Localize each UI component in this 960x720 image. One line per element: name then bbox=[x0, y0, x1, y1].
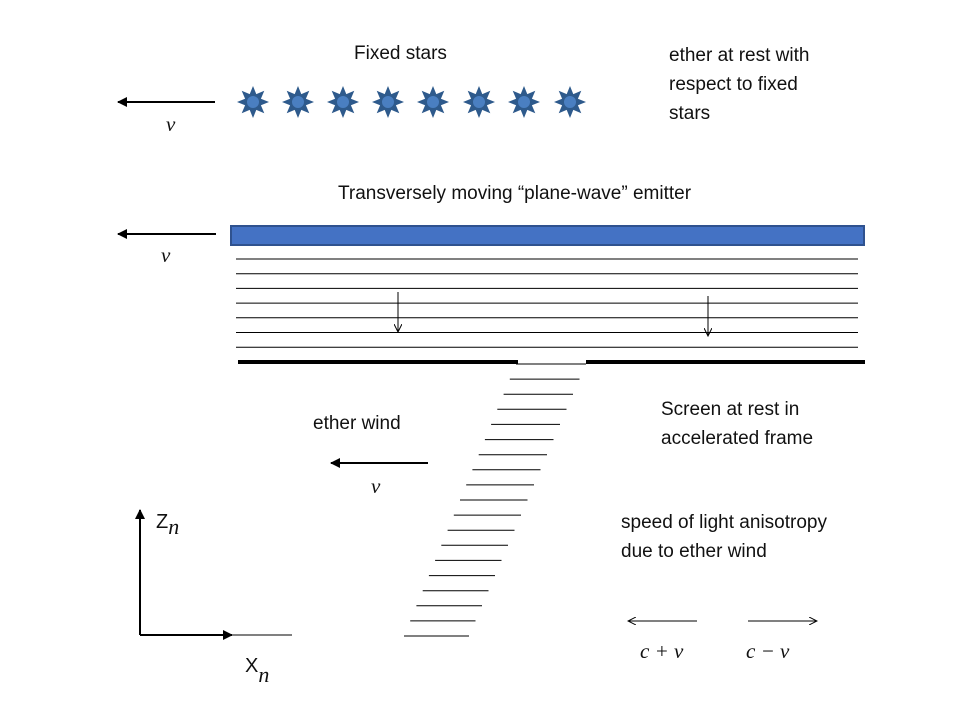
plane-wave-emitter-bar bbox=[230, 225, 865, 246]
velocity-label-wind: v bbox=[371, 474, 381, 498]
velocity-label-stars: v bbox=[166, 112, 176, 136]
star-center bbox=[382, 96, 394, 108]
fixed-stars-row bbox=[237, 86, 586, 118]
anisotropy-label-line2: due to ether wind bbox=[621, 541, 767, 562]
star-center bbox=[247, 96, 259, 108]
x-axis-subscript: n bbox=[258, 662, 270, 687]
x-axis-letter: X bbox=[245, 655, 259, 677]
ether-wind-label: ether wind bbox=[313, 413, 401, 434]
c-minus-v-label: c − v bbox=[746, 639, 790, 663]
star-center bbox=[337, 96, 349, 108]
ether-rest-label-line1: ether at rest with bbox=[669, 45, 810, 66]
screen-label-line2: accelerated frame bbox=[661, 428, 814, 449]
star-center bbox=[427, 96, 439, 108]
fixed-stars-label: Fixed stars bbox=[354, 43, 447, 64]
star-center bbox=[518, 96, 530, 108]
transmitted-beam-wavefronts bbox=[404, 363, 586, 637]
z-axis-label: Zn bbox=[156, 508, 179, 539]
star-center bbox=[564, 96, 576, 108]
plane-wavefronts bbox=[236, 258, 858, 348]
star-center bbox=[292, 96, 304, 108]
x-axis-label: Xn bbox=[245, 652, 269, 687]
screen-label-line1: Screen at rest in bbox=[661, 399, 800, 420]
z-axis-subscript: n bbox=[168, 514, 180, 539]
emitter-title: Transversely moving “plane-wave” emitter bbox=[338, 183, 692, 204]
anisotropy-label-line1: speed of light anisotropy bbox=[621, 512, 827, 533]
ether-rest-label-line2: respect to fixed bbox=[669, 74, 798, 95]
z-axis-letter: Z bbox=[156, 511, 169, 533]
ether-rest-label-line3: stars bbox=[669, 103, 711, 124]
star-center bbox=[473, 96, 485, 108]
c-plus-v-label: c + v bbox=[640, 639, 684, 663]
velocity-label-emitter: v bbox=[161, 243, 171, 267]
